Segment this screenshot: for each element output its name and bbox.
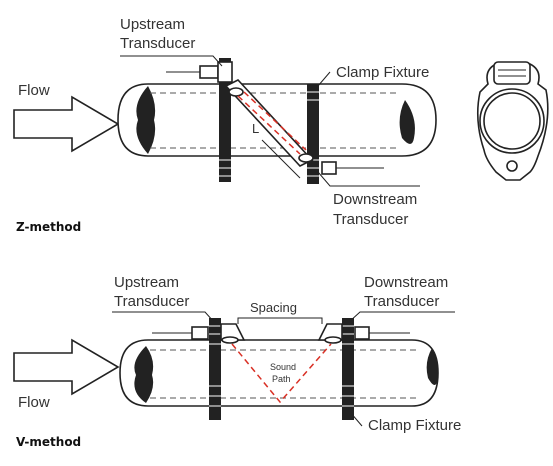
z-method-section: Flow bbox=[13, 16, 549, 234]
v-sound-path-label-2: Path bbox=[272, 374, 291, 384]
v-sound-path bbox=[231, 343, 332, 404]
v-right-clamp-strap bbox=[342, 318, 354, 420]
v-upstream-wedge bbox=[220, 323, 246, 341]
v-downstream-transducer bbox=[354, 326, 370, 340]
v-downstream-label-1: Downstream bbox=[364, 274, 448, 291]
v-spacing-bracket bbox=[237, 317, 323, 324]
z-upstream-transducer bbox=[199, 65, 219, 79]
v-pipe-left-end bbox=[134, 346, 154, 403]
z-downstream-transducer bbox=[321, 161, 337, 175]
v-flow-arrow bbox=[13, 338, 120, 396]
z-flow-arrow bbox=[13, 95, 120, 153]
v-right-clamp-ticks bbox=[342, 325, 354, 407]
v-sound-path-label-1: Sound bbox=[270, 362, 296, 372]
v-left-clamp-ticks bbox=[209, 325, 221, 407]
z-upstream-leader bbox=[120, 55, 223, 67]
v-method-section: Flow bbox=[13, 274, 461, 449]
v-downstream-wedge bbox=[317, 323, 343, 341]
z-downstream-label-1: Downstream bbox=[333, 191, 417, 208]
z-method-label: Z-method bbox=[16, 220, 81, 234]
v-clamp-label: Clamp Fixture bbox=[368, 417, 461, 434]
z-l-marker-line bbox=[261, 139, 301, 179]
v-upstream-transducer bbox=[191, 326, 209, 340]
z-downstream-label-2: Transducer bbox=[333, 211, 408, 228]
z-cross-section bbox=[476, 61, 549, 181]
v-upstream-label-2: Transducer bbox=[114, 293, 189, 310]
z-upstream-label-1: Upstream bbox=[120, 16, 185, 33]
z-upstream-contact bbox=[228, 87, 244, 97]
v-downstream-label-2: Transducer bbox=[364, 293, 439, 310]
v-pipe-right-end bbox=[426, 348, 439, 385]
v-method-label: V-method bbox=[16, 435, 81, 449]
v-clamp-leader bbox=[349, 411, 363, 427]
v-left-clamp-strap bbox=[209, 318, 221, 420]
z-pipe-left-end bbox=[136, 86, 156, 154]
z-flow-label: Flow bbox=[18, 82, 50, 99]
z-pipe-right-end bbox=[399, 100, 415, 144]
v-downstream-leader bbox=[348, 311, 455, 323]
z-upstream-label-2: Transducer bbox=[120, 35, 195, 52]
v-flow-label: Flow bbox=[18, 394, 50, 411]
z-clamp-label: Clamp Fixture bbox=[336, 64, 429, 81]
z-clamp-leader bbox=[317, 71, 331, 87]
z-pipe bbox=[117, 83, 437, 157]
z-downstream-leader bbox=[317, 171, 420, 187]
v-upstream-leader bbox=[112, 311, 215, 323]
v-upstream-label-1: Upstream bbox=[114, 274, 179, 291]
z-angle-label: L bbox=[252, 121, 259, 136]
z-downstream-contact bbox=[298, 153, 314, 163]
z-sound-path bbox=[237, 91, 307, 155]
v-spacing-label: Spacing bbox=[250, 300, 297, 315]
z-right-clamp-strap bbox=[307, 84, 319, 184]
